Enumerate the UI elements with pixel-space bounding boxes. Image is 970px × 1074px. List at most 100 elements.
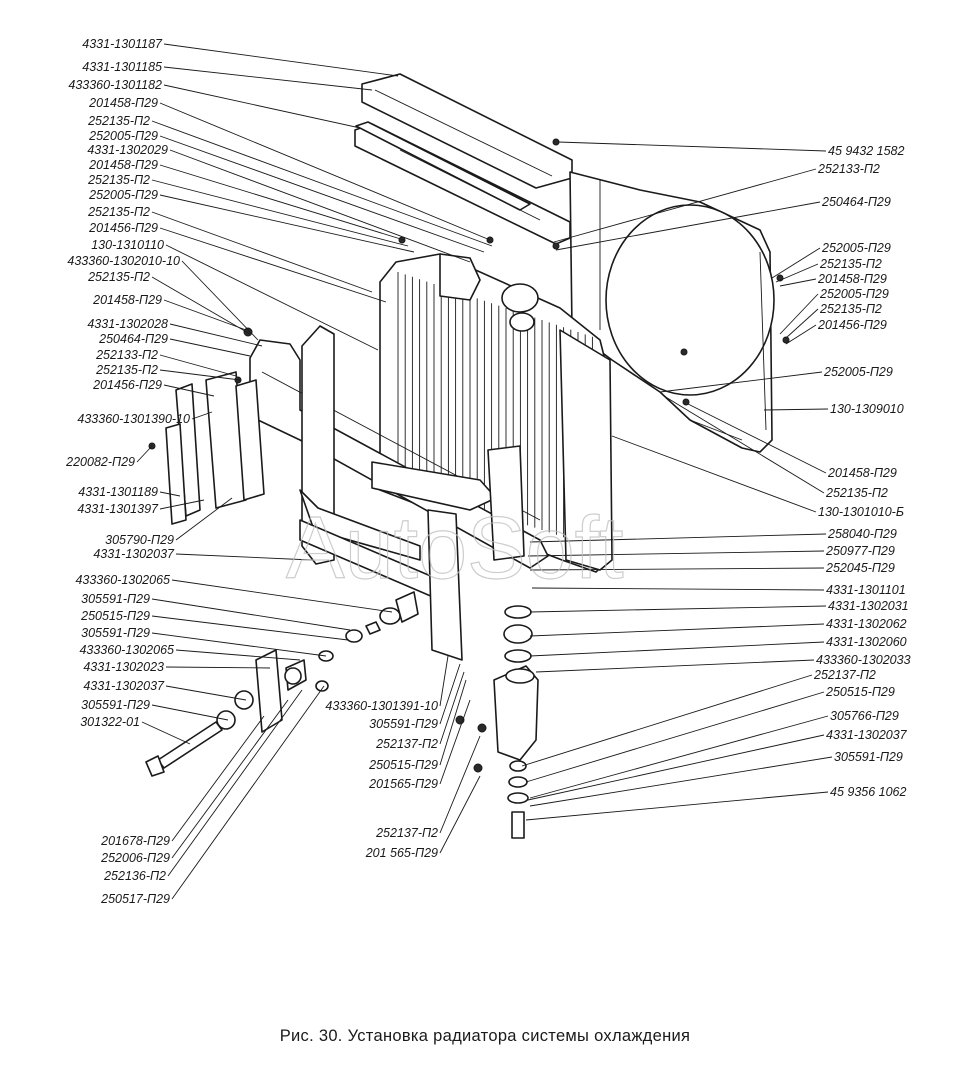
part-labels-right: 45 9432 1582252133-П2250464-П29252005-П2… [813, 144, 911, 799]
label-left-leader-8 [151, 179, 409, 247]
label-right-14: 258040-П29 [827, 527, 897, 541]
label-left-10: 252135-П2 [87, 205, 150, 219]
label-left-leader-13 [181, 260, 259, 341]
label-center-leader-5 [439, 735, 481, 834]
label-left-8: 252135-П2 [87, 173, 150, 187]
label-center-1: 305591-П29 [369, 717, 438, 731]
left-lower-mount [145, 591, 419, 777]
label-left-leader-33 [165, 685, 247, 701]
label-right-6: 252005-П29 [819, 287, 889, 301]
label-left-leader-39 [171, 685, 325, 900]
label-center-0: 433360-1301391-10 [325, 699, 438, 713]
label-right-leader-23 [525, 691, 825, 783]
label-right-leader-24 [529, 715, 829, 799]
label-right-23: 250515-П29 [825, 685, 895, 699]
label-right-8: 201456-П29 [817, 318, 887, 332]
label-right-25: 4331-1302037 [826, 728, 908, 742]
label-center-leader-0 [439, 655, 449, 707]
label-center-leader-2 [439, 671, 465, 745]
label-left-12: 130-1310110 [91, 238, 164, 252]
label-left-leader-32 [165, 666, 271, 669]
label-left-16: 4331-1302028 [87, 317, 168, 331]
label-right-leader-27 [525, 791, 829, 821]
label-right-leader-11 [687, 403, 827, 474]
label-left-7: 201458-П29 [88, 158, 158, 172]
label-left-leader-7 [159, 164, 405, 241]
label-left-31: 433360-1302065 [79, 643, 174, 657]
label-center-leader-6 [439, 775, 481, 854]
label-left-leader-35 [141, 721, 191, 745]
label-right-leader-26 [529, 756, 833, 807]
label-center-leader-4 [439, 699, 471, 785]
label-left-35: 301322-01 [80, 715, 140, 729]
label-left-leader-1 [163, 66, 373, 91]
label-right-leader-13 [611, 435, 817, 513]
label-center-leader-3 [439, 679, 467, 766]
label-left-29: 250515-П29 [80, 609, 150, 623]
label-left-leader-19 [159, 369, 241, 381]
label-right-26: 305591-П29 [834, 750, 903, 764]
label-left-leader-30 [151, 632, 327, 657]
leader-lines-left [136, 43, 493, 900]
label-left-0: 4331-1301187 [82, 37, 163, 51]
label-left-leader-22 [136, 445, 153, 463]
label-left-leader-9 [159, 194, 415, 253]
label-right-leader-12 [663, 395, 825, 494]
label-right-leader-7 [785, 308, 819, 339]
left-strip-plates [165, 371, 265, 525]
label-left-19: 252135-П2 [95, 363, 158, 377]
label-left-leader-25 [175, 497, 233, 541]
label-left-leader-11 [159, 227, 387, 303]
label-right-19: 4331-1302062 [826, 617, 907, 631]
filler-cap [501, 283, 539, 313]
label-left-leader-28 [151, 598, 351, 631]
label-right-leader-4 [775, 263, 819, 283]
label-right-4: 252135-П2 [819, 257, 882, 271]
label-right-0: 45 9432 1582 [828, 144, 905, 158]
label-left-leader-5 [159, 135, 485, 253]
label-left-9: 252005-П29 [88, 188, 158, 202]
label-left-21: 433360-1301390-10 [77, 412, 190, 426]
label-right-18: 4331-1302031 [828, 599, 909, 613]
label-center-6: 201 565-П29 [365, 846, 438, 860]
label-left-36: 201678-П29 [100, 834, 170, 848]
label-left-leader-31 [175, 649, 301, 661]
label-right-2: 250464-П29 [821, 195, 891, 209]
label-right-leader-2 [555, 201, 821, 251]
label-left-leader-38 [167, 689, 303, 877]
label-left-23: 4331-1301189 [78, 485, 158, 499]
label-left-22: 220082-П29 [65, 455, 135, 469]
label-left-leader-2 [163, 84, 361, 129]
label-left-leader-10 [151, 211, 373, 293]
label-left-leader-4 [151, 120, 493, 247]
label-right-21: 433360-1302033 [816, 653, 911, 667]
top-mounting-brackets [354, 73, 573, 245]
label-right-11: 201458-П29 [827, 466, 897, 480]
label-left-2: 433360-1301182 [68, 78, 162, 92]
label-left-leader-0 [163, 43, 399, 77]
label-left-5: 252005-П29 [88, 129, 158, 143]
label-right-leader-10 [763, 408, 829, 411]
fan-shroud [569, 171, 775, 453]
label-right-leader-19 [529, 623, 825, 637]
label-left-1: 4331-1301185 [82, 60, 162, 74]
left-side-post [299, 325, 441, 601]
label-center-2: 252137-П2 [375, 737, 438, 751]
label-left-leader-17 [169, 338, 251, 357]
label-right-10: 130-1309010 [830, 402, 904, 416]
label-right-15: 250977-П29 [825, 544, 895, 558]
label-right-leader-25 [527, 734, 825, 801]
label-left-38: 252136-П2 [103, 869, 166, 883]
label-right-17: 4331-1301101 [826, 583, 906, 597]
figure-caption: Рис. 30. Установка радиатора системы охл… [279, 1027, 691, 1045]
label-right-leader-8 [785, 324, 817, 345]
label-center-3: 250515-П29 [368, 758, 438, 772]
label-left-24: 4331-1301397 [77, 502, 159, 516]
part-labels-center: 433360-1301391-10 305591-П29 252137-П2 2505… [325, 699, 438, 860]
label-left-leader-27 [171, 579, 393, 613]
part-labels-left: 4331-1301187 4331-1301185 433360-1301182 20… [65, 37, 190, 906]
label-right-13: 130-1301010-Б [818, 505, 904, 519]
label-right-16: 252045-П29 [825, 561, 895, 575]
label-left-leader-37 [171, 699, 289, 859]
